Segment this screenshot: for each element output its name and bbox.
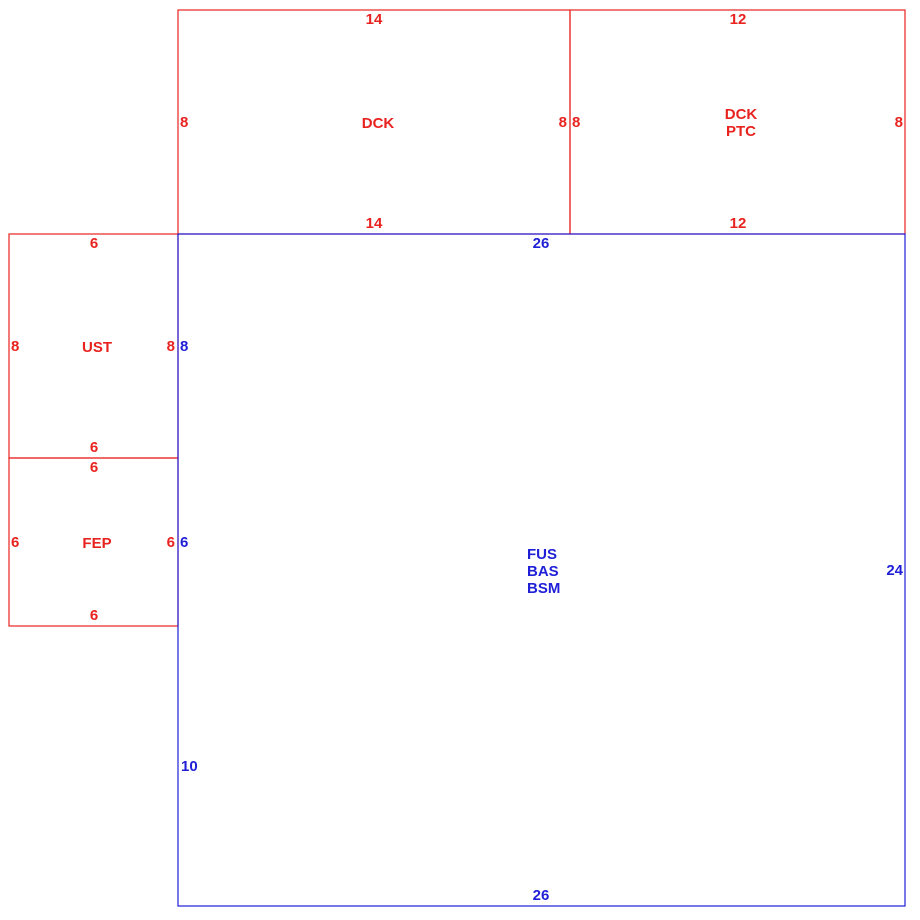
room-dck-top-dimension: 14 — [366, 11, 383, 28]
room-dck-right-dimension: 8 — [559, 114, 567, 131]
room-main-top-dimension: 26 — [533, 235, 550, 252]
room-dck: DCK 14 14 8 8 — [177, 9, 571, 235]
room-ust: UST 6 6 8 8 — [8, 233, 179, 459]
room-dck-ptc-right-dimension: 8 — [895, 114, 903, 131]
room-dck-ptc-top-dimension: 12 — [730, 11, 747, 28]
room-dck-ptc-name-line1: DCK — [725, 106, 758, 123]
room-main-name-line2: BAS — [527, 563, 559, 580]
room-main-bottom-dimension: 26 — [533, 887, 550, 904]
room-dck-ptc-name-line2: PTC — [726, 123, 756, 140]
room-fep-bottom-dimension: 6 — [90, 607, 98, 624]
room-ust-left-dimension: 8 — [11, 338, 19, 355]
room-main-left-middle-dimension: 6 — [180, 534, 188, 551]
room-main-left-upper-dimension: 8 — [180, 338, 188, 355]
room-dck-ptc-bottom-dimension: 12 — [730, 215, 747, 232]
room-ust-right-dimension: 8 — [167, 338, 175, 355]
room-dck-ptc: DCK PTC 12 12 8 8 — [569, 9, 906, 235]
room-dck-name: DCK — [362, 115, 395, 132]
room-ust-top-dimension: 6 — [90, 235, 98, 252]
room-fep-name: FEP — [82, 535, 111, 552]
room-fep: FEP 6 6 6 6 — [8, 457, 179, 627]
room-main-name-line3: BSM — [527, 580, 560, 597]
room-main-right-dimension: 24 — [886, 562, 903, 579]
room-fep-right-dimension: 6 — [167, 534, 175, 551]
room-fep-top-dimension: 6 — [90, 459, 98, 476]
room-ust-name: UST — [82, 339, 112, 356]
room-dck-left-dimension: 8 — [180, 114, 188, 131]
room-main-name-line1: FUS — [527, 546, 557, 563]
room-dck-ptc-left-dimension: 8 — [572, 114, 580, 131]
room-dck-bottom-dimension: 14 — [366, 215, 383, 232]
room-main-left-lower-dimension: 10 — [181, 758, 198, 775]
room-ust-bottom-dimension: 6 — [90, 439, 98, 456]
room-fep-left-dimension: 6 — [11, 534, 19, 551]
room-main-outline — [177, 233, 906, 907]
room-main: FUS BAS BSM 26 26 24 8 6 10 — [177, 233, 906, 907]
